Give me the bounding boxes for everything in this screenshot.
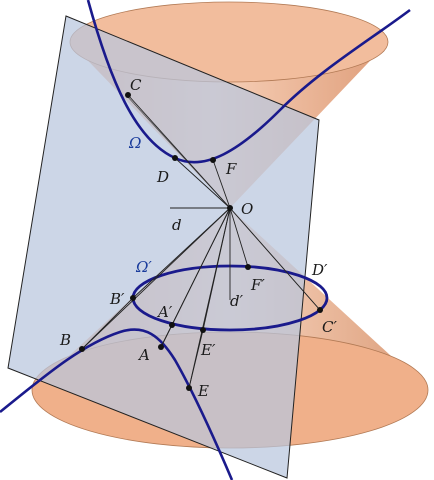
- line-O-D: [174, 157, 231, 209]
- point-Eprime: [200, 327, 206, 333]
- label-C-prime: C′: [322, 318, 337, 336]
- point-D: [172, 155, 178, 161]
- label-F: F: [225, 160, 237, 178]
- label-d-prime: d′: [230, 292, 244, 310]
- label-C: C: [130, 76, 142, 94]
- cutting-plane: [7, 15, 320, 479]
- line-Aprime-A: [160, 324, 173, 348]
- label-E-prime: E′: [200, 341, 216, 359]
- line-Eprime-E: [188, 329, 204, 389]
- label-d: d: [172, 216, 182, 234]
- label-D-prime: D′: [311, 261, 328, 279]
- hyperbola-lower-branch: [0, 328, 234, 480]
- label-F-prime: F′: [250, 276, 265, 294]
- line-O-C: [127, 94, 231, 209]
- label-A-prime: A′: [156, 303, 173, 321]
- point-C: [125, 92, 131, 98]
- label-omega-prime: Ω′: [135, 258, 152, 276]
- label-B-prime: B′: [109, 290, 125, 308]
- line-Bprime-B: [81, 297, 134, 350]
- point-O: [227, 205, 233, 211]
- point-F: [210, 157, 216, 163]
- label-D: D: [156, 168, 169, 186]
- hyperbola-upper-branch: [86, 0, 411, 164]
- line-O-B: [81, 207, 231, 350]
- point-Bprime: [130, 295, 136, 301]
- label-O: O: [241, 200, 253, 218]
- point-Aprime: [169, 322, 175, 328]
- line-O-Eprime: [202, 207, 231, 331]
- point-B: [79, 346, 85, 352]
- label-omega: Ω: [128, 134, 141, 152]
- label-E: E: [197, 382, 209, 400]
- line-O-F: [212, 159, 231, 209]
- point-Dprime: [317, 307, 323, 313]
- point-E: [186, 385, 192, 391]
- label-B: B: [59, 331, 71, 349]
- line-O-Dprime: [229, 207, 321, 311]
- line-O-Fprime: [229, 207, 249, 268]
- line-O-Aprime: [171, 207, 231, 326]
- label-A: A: [137, 346, 150, 364]
- point-A: [158, 344, 164, 350]
- point-Fprime: [245, 264, 251, 270]
